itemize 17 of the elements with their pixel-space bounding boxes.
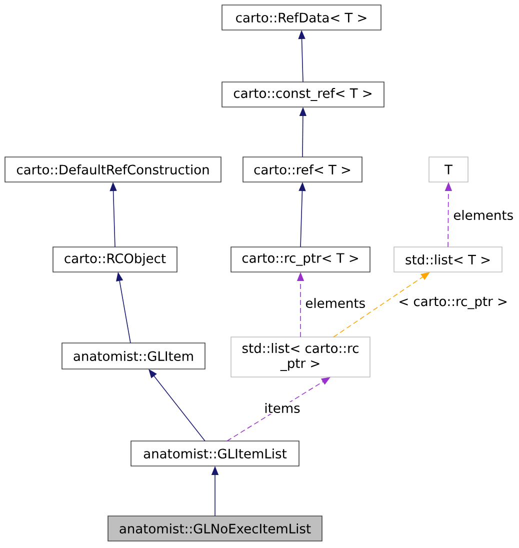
class-box: anatomist::GLNoExecItemList (108, 516, 322, 542)
class-box: anatomist::GLItem (62, 342, 206, 370)
class-box: carto::const_ref< T > (222, 82, 384, 108)
arrow (148, 369, 206, 442)
class-box: carto::ref< T > (242, 156, 362, 182)
edge-label: < carto::rc_ptr > (397, 296, 509, 310)
edge-label: elements (452, 208, 515, 222)
class-box: carto::DefaultRefConstruction (4, 156, 222, 182)
class-box: T (428, 156, 468, 182)
class-box: carto::rc_ptr< T > (230, 246, 370, 272)
class-box: std::list< T > (394, 246, 502, 272)
class-box: carto::RCObject (52, 246, 178, 272)
edge-label: items (263, 402, 302, 414)
class-box: std::list< carto::rc _ptr > (230, 336, 370, 378)
class-box: carto::RefData< T > (222, 4, 382, 30)
edge-label: elements (304, 296, 367, 310)
class-box: anatomist::GLItemList (130, 440, 300, 466)
